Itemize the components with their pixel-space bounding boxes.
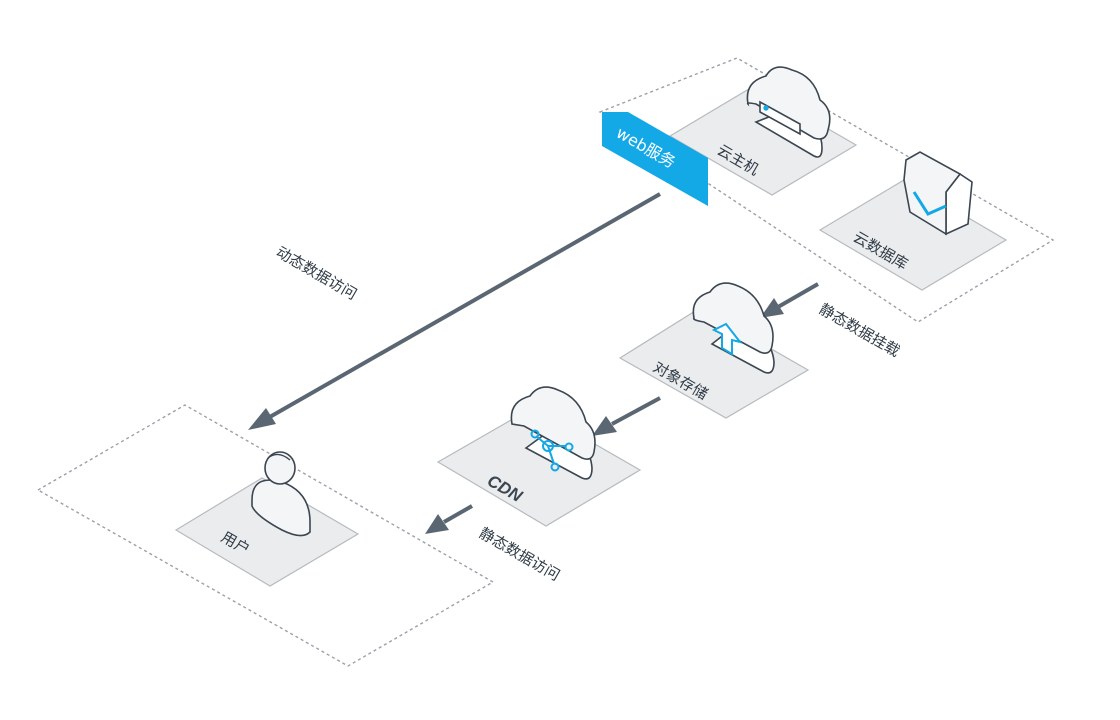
arrow-static-access xyxy=(425,504,473,534)
user-node[interactable]: 用户 xyxy=(174,451,360,587)
user-group-border xyxy=(36,404,495,667)
object-storage-node[interactable]: 对象存储 xyxy=(618,282,810,419)
static-access-label: 静态数据访问 xyxy=(476,524,563,585)
server-group-border xyxy=(598,57,1055,323)
user-plate xyxy=(174,477,360,587)
user-icon xyxy=(251,451,311,537)
object-storage-plate xyxy=(618,307,810,419)
network-cloud-icon xyxy=(510,386,596,480)
dynamic-access-label: 动态数据访问 xyxy=(273,243,360,304)
cloud-database-plate xyxy=(818,179,1008,291)
upload-cloud-icon xyxy=(692,282,775,374)
server-cloud-icon xyxy=(746,66,831,158)
cdn-plate xyxy=(436,407,642,527)
cloud-host-plate xyxy=(668,85,858,196)
arrow-static-mount xyxy=(760,282,819,318)
arrow-dynamic-access xyxy=(248,192,661,430)
cloud-database-node[interactable]: 云数据库 xyxy=(818,151,1008,291)
cdn-node[interactable]: CDN xyxy=(436,386,642,527)
database-shield-icon xyxy=(903,151,973,236)
static-mount-label: 静态数据挂载 xyxy=(816,300,903,361)
arrow-object-to-cdn xyxy=(592,396,661,436)
